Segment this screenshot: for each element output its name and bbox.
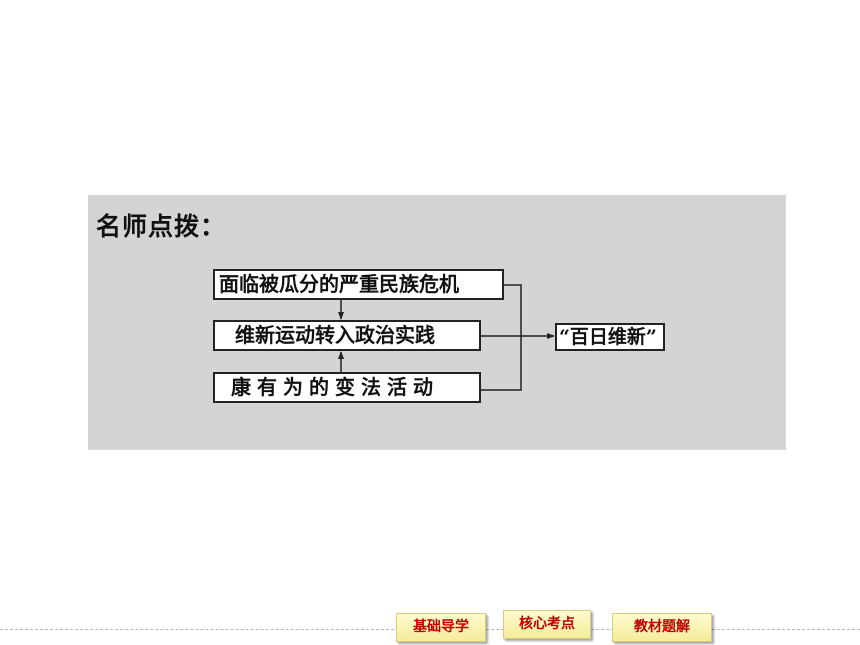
bracket-bottom [481,336,522,391]
crisis-box: 面临被瓜分的严重民族危机 [213,269,504,300]
hundred-days-box: “百日维新” [555,323,665,351]
kang-reform-box: 康有为的变法活动 [213,372,481,403]
kang-reform-label: 康有为的变法活动 [231,375,439,399]
nav-textbook-answers-button[interactable]: 教材题解 [612,613,712,642]
nav-core-points-button[interactable]: 核心考点 [503,610,591,639]
nav-basic-study-button[interactable]: 基础导学 [396,613,486,642]
connector-arrows [338,284,555,391]
bracket-top [504,284,522,336]
tip-panel: 名师点拨： 面临被瓜分的严重民族危机 维新运动转入政治实践 康有为的变法活动 “… [88,195,786,450]
movement-box: 维新运动转入政治实践 [213,320,481,351]
crisis-label: 面临被瓜分的严重民族危机 [219,272,459,296]
panel-title: 名师点拨： [96,212,227,241]
movement-label: 维新运动转入政治实践 [235,323,435,347]
hundred-days-label: “百日维新” [559,326,657,348]
